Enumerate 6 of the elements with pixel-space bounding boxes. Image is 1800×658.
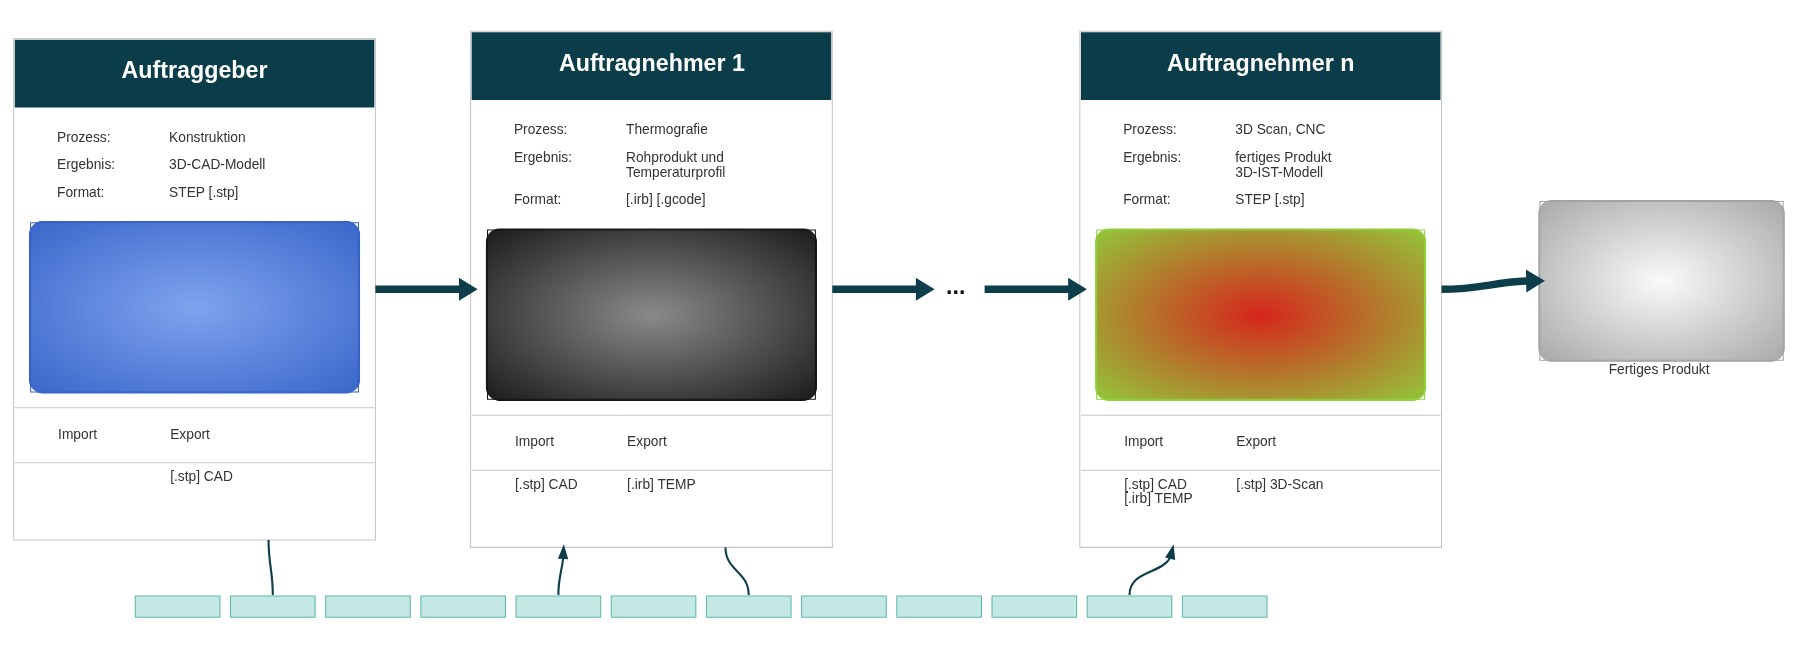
connector [724, 546, 750, 595]
node-label: Fertiges Produkt [1608, 361, 1710, 377]
connector [267, 539, 274, 595]
arrow [557, 543, 569, 595]
node-text: ... [946, 272, 966, 299]
arrow [1128, 543, 1176, 595]
